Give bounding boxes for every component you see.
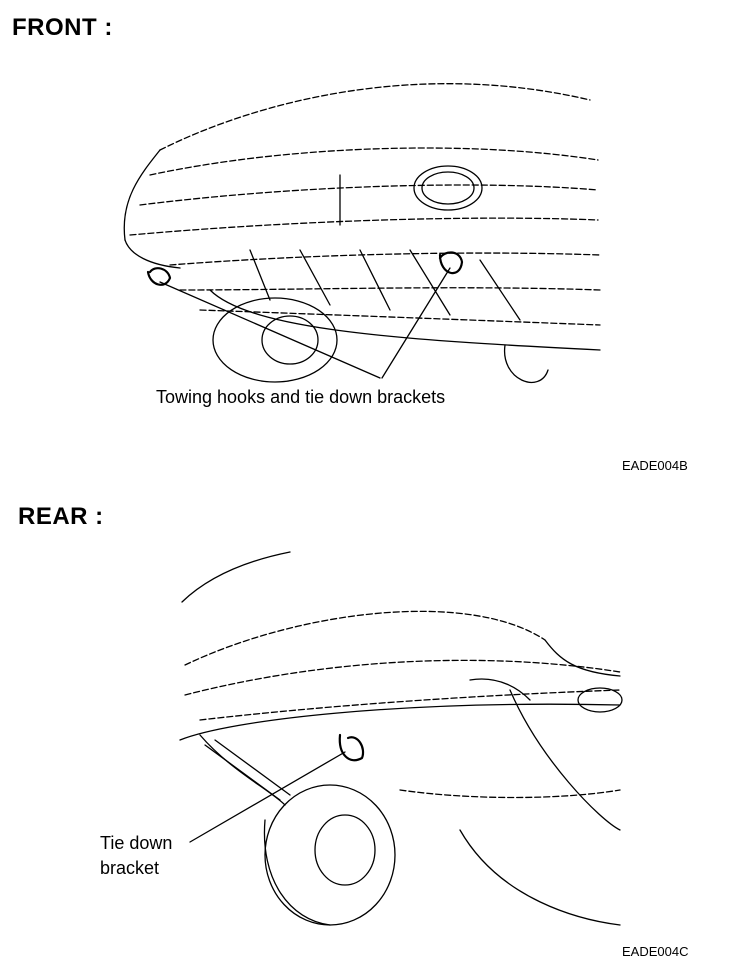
front-hood-line xyxy=(159,83,591,151)
rear-figure-code: EADE004C xyxy=(622,944,689,959)
front-wheel xyxy=(212,297,338,383)
front-tow-hook-right xyxy=(438,251,464,275)
rear-wheel xyxy=(264,784,396,926)
front-bumper-nose xyxy=(123,149,161,241)
front-leader-line-left xyxy=(159,281,381,379)
fog-lamp xyxy=(413,165,483,211)
rear-callout-label-line2: bracket xyxy=(100,858,160,878)
front-heading: FRONT : xyxy=(12,14,113,41)
rear-tie-down-bracket xyxy=(338,733,365,762)
rear-leader-line xyxy=(189,751,346,843)
rear-roof-line xyxy=(181,551,291,603)
front-tow-hook-left xyxy=(146,267,172,286)
front-leader-line-right xyxy=(381,267,451,379)
rear-heading: REAR : xyxy=(18,503,104,530)
front-callout-label: Towing hooks and tie down brackets xyxy=(156,387,446,407)
rear-callout-label-line1: Tie down xyxy=(100,833,173,853)
front-figure-code: EADE004B xyxy=(622,458,688,473)
